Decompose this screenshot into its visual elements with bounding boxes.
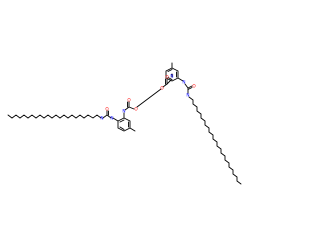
right-ring-double-1	[167, 69, 173, 72]
atom-label: N	[170, 74, 173, 79]
atom-label: O	[192, 84, 196, 89]
left-alkyl-chain	[7, 114, 102, 119]
left-ring-double-1	[119, 119, 125, 123]
background	[0, 0, 250, 250]
atom-label: N	[186, 93, 189, 98]
right-urea-n-c	[184, 83, 189, 89]
right-ring-to-urea	[177, 77, 184, 82]
atom-label: O	[160, 86, 164, 91]
left-carbamate-n-c	[124, 106, 130, 111]
atom-label: N	[100, 116, 103, 121]
chemical-structure: N O N O O N O N N O N O	[0, 0, 250, 250]
atom-label: O	[105, 107, 109, 112]
atom-label: O	[165, 75, 169, 80]
central-linker-chain	[136, 88, 162, 108]
atom-label: N	[182, 80, 185, 85]
right-carbamate-o-c	[162, 83, 168, 88]
left-carbamate-c-o	[128, 106, 135, 110]
left-ring-double-3	[119, 126, 125, 130]
right-urea-co-2	[187, 87, 193, 90]
right-urea-co	[187, 85, 193, 89]
right-ring-double-3	[167, 77, 173, 80]
atom-label: O	[134, 107, 138, 112]
atom-label: O	[127, 98, 131, 103]
right-alkyl-chain	[188, 96, 242, 185]
left-methyl-bond	[129, 127, 136, 132]
atom-label: N	[122, 109, 125, 114]
bonds	[7, 62, 242, 185]
left-urea-to-ring	[112, 117, 119, 122]
atom-labels: N O N O O N O N N O N O	[100, 74, 196, 121]
atom-label: N	[110, 116, 113, 121]
